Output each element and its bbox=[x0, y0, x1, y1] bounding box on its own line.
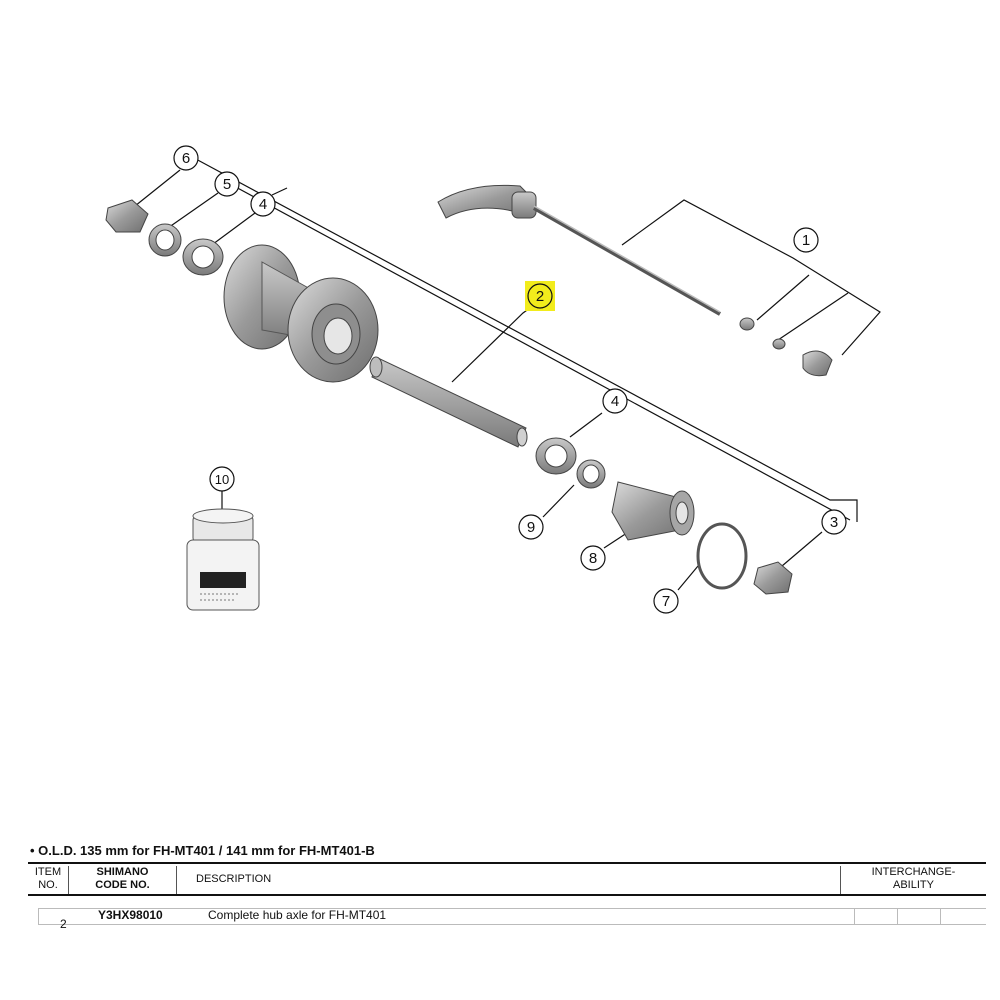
callout-8-label: 8 bbox=[589, 550, 597, 567]
callout-4-lower-label: 4 bbox=[611, 393, 619, 410]
callout-7: 7 bbox=[653, 588, 679, 614]
freehub-body bbox=[611, 481, 695, 541]
right-end-parts bbox=[696, 522, 793, 595]
table-row: 2 Y3HX98010 Complete hub axle for FH-MT4… bbox=[28, 904, 986, 931]
hub-body bbox=[223, 244, 379, 383]
header-description: DESCRIPTION bbox=[196, 872, 272, 885]
callout-9: 9 bbox=[518, 514, 544, 540]
left-end-parts bbox=[105, 199, 224, 276]
row-item-no: 2 bbox=[60, 917, 67, 931]
callout-5: 5 bbox=[214, 171, 240, 197]
callout-7-label: 7 bbox=[662, 593, 670, 610]
callout-10: 10 bbox=[209, 466, 235, 492]
right-bearing-parts bbox=[535, 437, 606, 489]
header-interchangeability: INTERCHANGE-ABILITY bbox=[871, 866, 956, 891]
callout-2-label: 2 bbox=[536, 288, 544, 305]
callout-2-highlighted: 2 bbox=[525, 281, 555, 311]
callout-8: 8 bbox=[580, 545, 606, 571]
callout-6-label: 6 bbox=[182, 150, 190, 167]
quick-release-skewer bbox=[437, 184, 833, 377]
callout-3: 3 bbox=[821, 509, 847, 535]
grease-jar bbox=[186, 508, 260, 611]
exploded-parts-diagram: 6 5 4 1 2 4 10 3 9 8 7 bbox=[105, 145, 881, 614]
callout-6: 6 bbox=[173, 145, 199, 171]
callout-4-lower: 4 bbox=[602, 388, 628, 414]
callout-4-upper: 4 bbox=[250, 191, 276, 217]
callout-10-label: 10 bbox=[215, 472, 229, 487]
hub-axle bbox=[369, 356, 528, 448]
old-spec-note: • O.L.D. 135 mm for FH-MT401 / 141 mm fo… bbox=[30, 843, 375, 858]
callout-1-label: 1 bbox=[802, 232, 810, 249]
row-code: Y3HX98010 bbox=[98, 908, 163, 922]
callout-1: 1 bbox=[793, 227, 819, 253]
callout-4-upper-label: 4 bbox=[259, 196, 267, 213]
callout-3-label: 3 bbox=[830, 514, 838, 531]
row-description: Complete hub axle for FH-MT401 bbox=[208, 908, 387, 922]
callout-9-label: 9 bbox=[527, 519, 535, 536]
callout-5-label: 5 bbox=[223, 176, 231, 193]
